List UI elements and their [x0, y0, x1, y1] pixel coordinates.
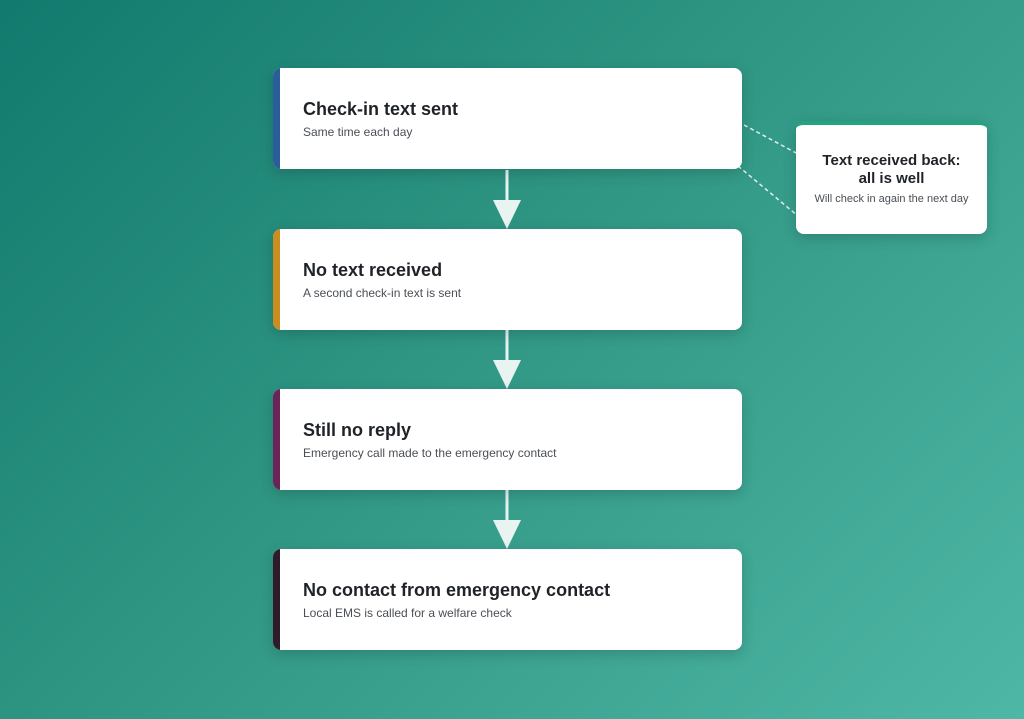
step-accent-bar: [273, 229, 280, 330]
step-title: No contact from emergency contact: [303, 580, 611, 600]
arrow-3-to-4: [493, 490, 521, 549]
step-accent-bar: [273, 549, 280, 650]
step-subtitle: Emergency call made to the emergency con…: [303, 446, 557, 460]
arrow-1-to-2: [493, 170, 521, 229]
step-subtitle: Same time each day: [303, 125, 413, 139]
step-card-still-no-reply: Still no reply Emergency call made to th…: [273, 389, 742, 490]
dashed-branch-connector: [737, 124, 799, 217]
step-accent-bar: [273, 389, 280, 490]
step-card-check-in-sent: Check-in text sent Same time each day: [273, 68, 742, 169]
step-subtitle: A second check-in text is sent: [303, 286, 462, 300]
step-subtitle: Local EMS is called for a welfare check: [303, 606, 512, 620]
step-card-no-contact-from-emergency-contact: No contact from emergency contact Local …: [273, 549, 742, 650]
step-title: Still no reply: [303, 420, 412, 440]
side-outcome-title: Text received back: all is well: [822, 152, 961, 187]
step-accent-bar: [273, 68, 280, 169]
arrow-2-to-3: [493, 330, 521, 389]
step-title: No text received: [303, 260, 443, 280]
side-outcome-subtitle: Will check in again the next day: [814, 193, 969, 205]
step-card-no-text-received: No text received A second check-in text …: [273, 229, 742, 330]
side-outcome-card: Text received back: all is well Will che…: [796, 121, 987, 234]
step-title: Check-in text sent: [303, 99, 459, 119]
